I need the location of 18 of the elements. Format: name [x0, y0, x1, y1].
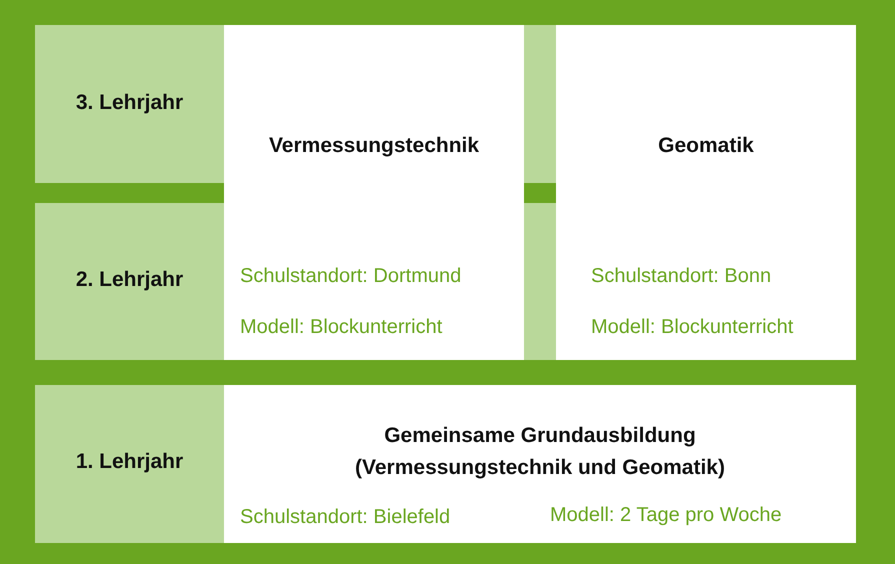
year-label-box: [35, 385, 224, 543]
heading-text: Geomatik: [657, 133, 755, 159]
info-text: Schulstandort: Dortmund: [240, 265, 462, 288]
info-text: Modell: 2 Tage pro Woche: [550, 504, 782, 527]
year-label-box: [35, 203, 224, 360]
heading-text: 3. Lehrjahr: [74, 90, 184, 116]
year-label-box: [35, 25, 224, 183]
heading-text: Vermessungstechnik: [268, 133, 480, 159]
program-box: [556, 25, 856, 360]
heading-text: Gemeinsame Grundausbildung (Vermessungstechnik und Geomatik): [354, 423, 726, 481]
info-text: Modell: Blockunterricht: [591, 316, 794, 339]
program-box: [224, 25, 524, 360]
info-text: Modell: Blockunterricht: [240, 316, 442, 339]
info-text: Schulstandort: Bielefeld: [240, 506, 450, 529]
info-text: Schulstandort: Bonn: [591, 265, 772, 288]
program-box: [224, 385, 856, 543]
heading-text: 2. Lehrjahr: [74, 267, 184, 293]
heading-text: 1. Lehrjahr: [74, 449, 184, 475]
